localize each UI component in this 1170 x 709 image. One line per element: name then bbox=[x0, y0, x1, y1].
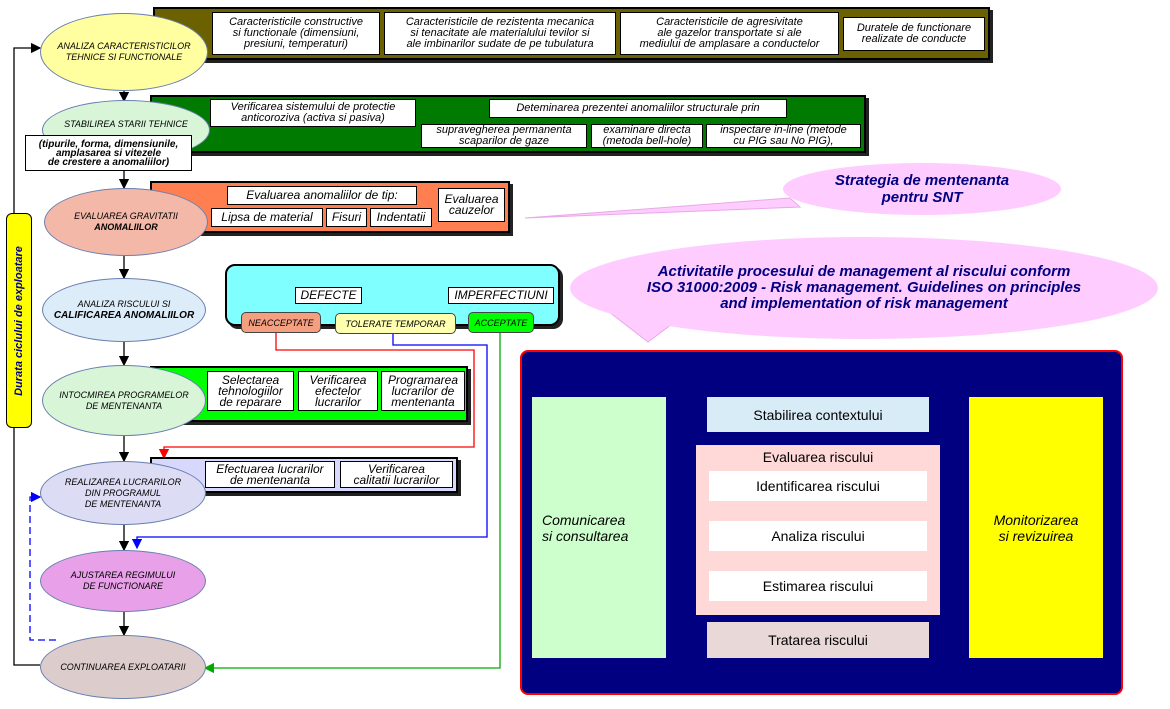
iso-identify: Identificarea riscului bbox=[709, 471, 927, 501]
band2-corrosion-check: Verificarea sistemului de protectie anti… bbox=[210, 99, 416, 127]
band1-box-2: Caracteristicile de rezistenta mecanica … bbox=[384, 12, 616, 55]
blue-path bbox=[131, 332, 488, 550]
step-technical-analysis: ANALIZA CARACTERISTICILOR TEHNICE SI FUN… bbox=[40, 13, 208, 91]
step-risk-analysis: ANALIZA RISCULUI SI CALIFICAREA ANOMALII… bbox=[42, 278, 206, 342]
callout-iso: Activitatile procesului de management al… bbox=[570, 237, 1158, 339]
step-maintenance-works: REALIZAREA LUCRARILOR DIN PROGRAMUL DE M… bbox=[40, 461, 206, 525]
step-technical-state-note: (tipurile, forma, dimensiunile, amplasar… bbox=[25, 135, 192, 171]
band2-anomaly-detection: Deteminarea prezentei anomaliilor struct… bbox=[489, 99, 787, 118]
iso-treatment: Tratarea riscului bbox=[707, 622, 929, 658]
band3-cracks: Fisuri bbox=[326, 208, 367, 227]
tag-tolerated: TOLERATE TEMPORAR bbox=[335, 313, 456, 334]
band2-gas-leak: supravegherea permanenta scaparilor de g… bbox=[421, 124, 587, 148]
band4-imperfections: IMPERFECTIUNI bbox=[448, 287, 554, 304]
iso-monitoring: Monitorizarea si revizuirea bbox=[969, 397, 1103, 658]
iso-context: Stabilirea contextului bbox=[707, 397, 929, 432]
iso-communication: Comunicarea si consultarea bbox=[532, 397, 666, 658]
band1-box-3: Caracteristicile de agresivitate ale gaz… bbox=[620, 12, 839, 55]
band5-select-tech: Selectarea tehnologiilor de reparare bbox=[207, 371, 294, 411]
step-adjust-regime: AJUSTAREA REGIMULUI DE FUNCTIONARE bbox=[40, 550, 206, 612]
red-path bbox=[158, 332, 475, 460]
band3-dents: Indentatii bbox=[370, 208, 432, 227]
iso-analysis: Analiza riscului bbox=[709, 521, 927, 551]
step-severity-evaluation: EVALUAREA GRAVITATII ANOMALIILOR bbox=[44, 188, 208, 256]
step-continue-operation: CONTINUAREA EXPLOATARII bbox=[40, 635, 206, 699]
band1-box-4: Duratele de functionare realizate de con… bbox=[843, 17, 985, 51]
cycle-duration-label: Durata ciclului de exploatare bbox=[6, 213, 32, 428]
tag-acceptable: ACCEPTATE bbox=[468, 312, 534, 333]
dashed-feedback bbox=[29, 491, 56, 641]
band3-title: Evaluarea anomaliilor de tip: bbox=[227, 186, 417, 205]
iso-estimate: Estimarea riscului bbox=[709, 571, 927, 601]
tag-unacceptable: NEACCEPTATE bbox=[241, 312, 321, 333]
band5-verify-effects: Verificarea efectelor lucrarilor bbox=[298, 371, 378, 411]
band3-material-loss: Lipsa de material bbox=[211, 208, 323, 227]
band2-in-line: inspectare in-line (metode cu PIG sau No… bbox=[706, 124, 861, 148]
band4-defects: DEFECTE bbox=[295, 287, 362, 304]
iso-assessment-label: Evaluarea riscului bbox=[762, 449, 874, 465]
step-maintenance-programs: INTOCMIREA PROGRAMELOR DE MENTENANTA bbox=[42, 365, 206, 436]
band6-execute: Efectuarea lucrarilor de mentenanta bbox=[205, 461, 335, 488]
callout-strategy: Strategia de mentenanta pentru SNT bbox=[783, 163, 1061, 215]
band3-causes: Evaluarea cauzelor bbox=[438, 188, 505, 222]
band1-box-1: Caracteristicile constructive si functio… bbox=[212, 12, 380, 55]
band6-quality: Verificarea calitatii lucrarilor bbox=[340, 461, 453, 488]
green-path bbox=[203, 332, 501, 674]
band2-bell-hole: examinare directa (metoda bell-hole) bbox=[591, 124, 703, 148]
band5-schedule: Programarea lucrarilor de mentenanta bbox=[381, 371, 465, 411]
